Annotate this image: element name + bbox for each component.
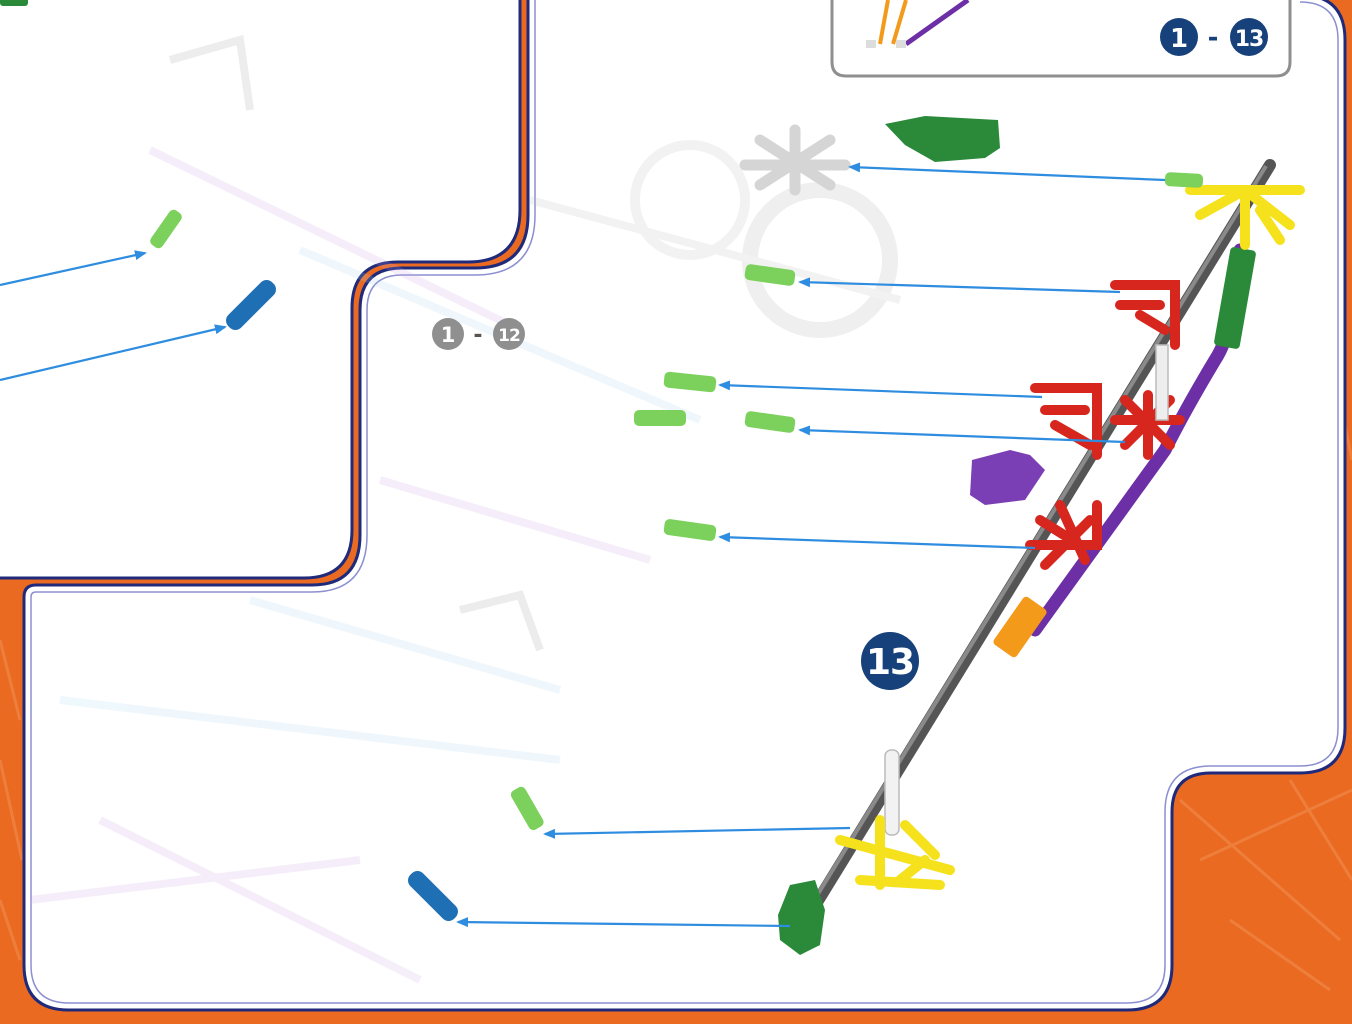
previous-steps-badge: 1 - 12 (432, 318, 525, 350)
step-end-label: 13 (1235, 27, 1264, 52)
white-rod-icon (1156, 345, 1168, 420)
green-pin-icon (1165, 172, 1204, 188)
green-pin-icon (634, 410, 686, 426)
previous-step-start-label: 1 (441, 323, 456, 347)
inset-white-connector-icon (896, 40, 906, 48)
previous-step-separator: - (473, 323, 482, 348)
inset-white-connector-icon (866, 40, 876, 48)
step-range-badge: 1 - 13 (1160, 18, 1268, 56)
step-range-separator: - (1208, 23, 1219, 53)
white-connector-icon (745, 130, 845, 190)
current-step-number: 13 (866, 642, 914, 683)
current-step-badge: 13 (861, 632, 919, 690)
top-inset-panel: 1 - 13 (832, 0, 1290, 76)
previous-step-end-label: 12 (498, 326, 520, 346)
step-start-label: 1 (1170, 24, 1188, 54)
red-connector-icon (1115, 395, 1180, 455)
white-rod-icon (885, 750, 899, 835)
green-connector-icon (0, 0, 28, 6)
